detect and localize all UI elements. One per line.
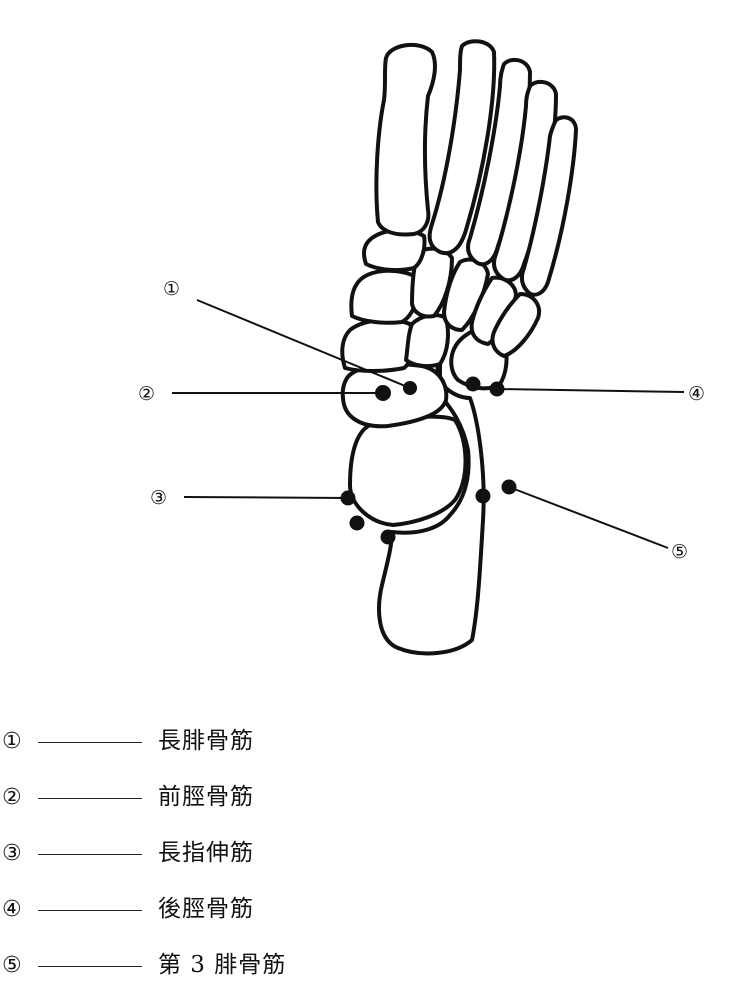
navicular-bone	[340, 362, 449, 429]
legend-number: ②	[2, 785, 22, 810]
talus-bone	[348, 414, 468, 527]
attachment-dot-4a	[465, 376, 481, 392]
callout-label-1: ①	[163, 278, 180, 300]
legend-dash-line	[38, 742, 142, 743]
leader-line-3	[183, 496, 349, 499]
attachment-points	[340, 376, 517, 545]
legend-row-1: ① 長腓骨筋	[0, 722, 420, 762]
legend-muscle-name: 長指伸筋	[158, 840, 254, 866]
callout-label-2: ②	[138, 383, 155, 405]
metatarsal-4-base	[469, 275, 518, 346]
toe-5-bone	[519, 115, 578, 297]
hallux-distal-phalanx	[374, 42, 437, 237]
legend-muscle-name: 第 3 腓骨筋	[158, 952, 287, 978]
toe-4-bone	[492, 79, 558, 283]
legend-dash-line	[38, 966, 142, 967]
legend-dash-line	[38, 910, 142, 911]
attachment-dot-5b	[501, 479, 517, 495]
attachment-dot-1	[403, 381, 417, 395]
legend-dash-line	[38, 854, 142, 855]
callout-label-3: ③	[150, 487, 167, 509]
foot-skeleton-diagram: ① ② ③ ④ ⑤	[138, 39, 705, 656]
legend-dash-line	[38, 798, 142, 799]
legend-row-2: ② 前脛骨筋	[0, 778, 420, 818]
toe-2-bone	[427, 39, 497, 256]
toe-3-bone	[466, 57, 532, 267]
attachment-dot-2	[375, 385, 391, 401]
legend-muscle-name: 後脛骨筋	[158, 896, 254, 922]
legend-number: ④	[2, 897, 22, 922]
attachment-dot-3c	[380, 529, 396, 545]
callout-label-4: ④	[688, 383, 705, 405]
attachment-dot-4b	[489, 381, 505, 397]
callout-labels: ① ② ③ ④ ⑤	[138, 278, 705, 563]
attachment-dot-3b	[349, 515, 365, 531]
callout-label-5: ⑤	[671, 541, 688, 563]
legend-muscle-name: 長腓骨筋	[158, 728, 254, 754]
legend-number: ③	[2, 841, 22, 866]
leader-line-4	[496, 388, 685, 393]
metatarsal-1-base	[349, 268, 421, 325]
leader-line-5	[508, 486, 669, 549]
foot-bones	[340, 39, 578, 656]
legend-row-4: ④ 後脛骨筋	[0, 890, 420, 930]
intermediate-cuneiform-bone	[404, 313, 450, 369]
legend-row-3: ③ 長指伸筋	[0, 834, 420, 874]
callout-leader-lines	[172, 299, 685, 549]
hallux-proximal-phalanx	[362, 228, 427, 273]
legend-row-5: ⑤ 第 3 腓骨筋	[0, 946, 420, 986]
legend-muscle-name: 前脛骨筋	[158, 784, 254, 810]
attachment-dot-3a	[340, 490, 356, 506]
calcaneus-bone	[377, 358, 486, 656]
legend-number: ⑤	[2, 953, 22, 978]
leader-line-1	[196, 299, 411, 389]
attachment-dot-5a	[475, 488, 491, 504]
metatarsal-5-base	[490, 292, 541, 358]
legend-number: ①	[2, 729, 22, 754]
